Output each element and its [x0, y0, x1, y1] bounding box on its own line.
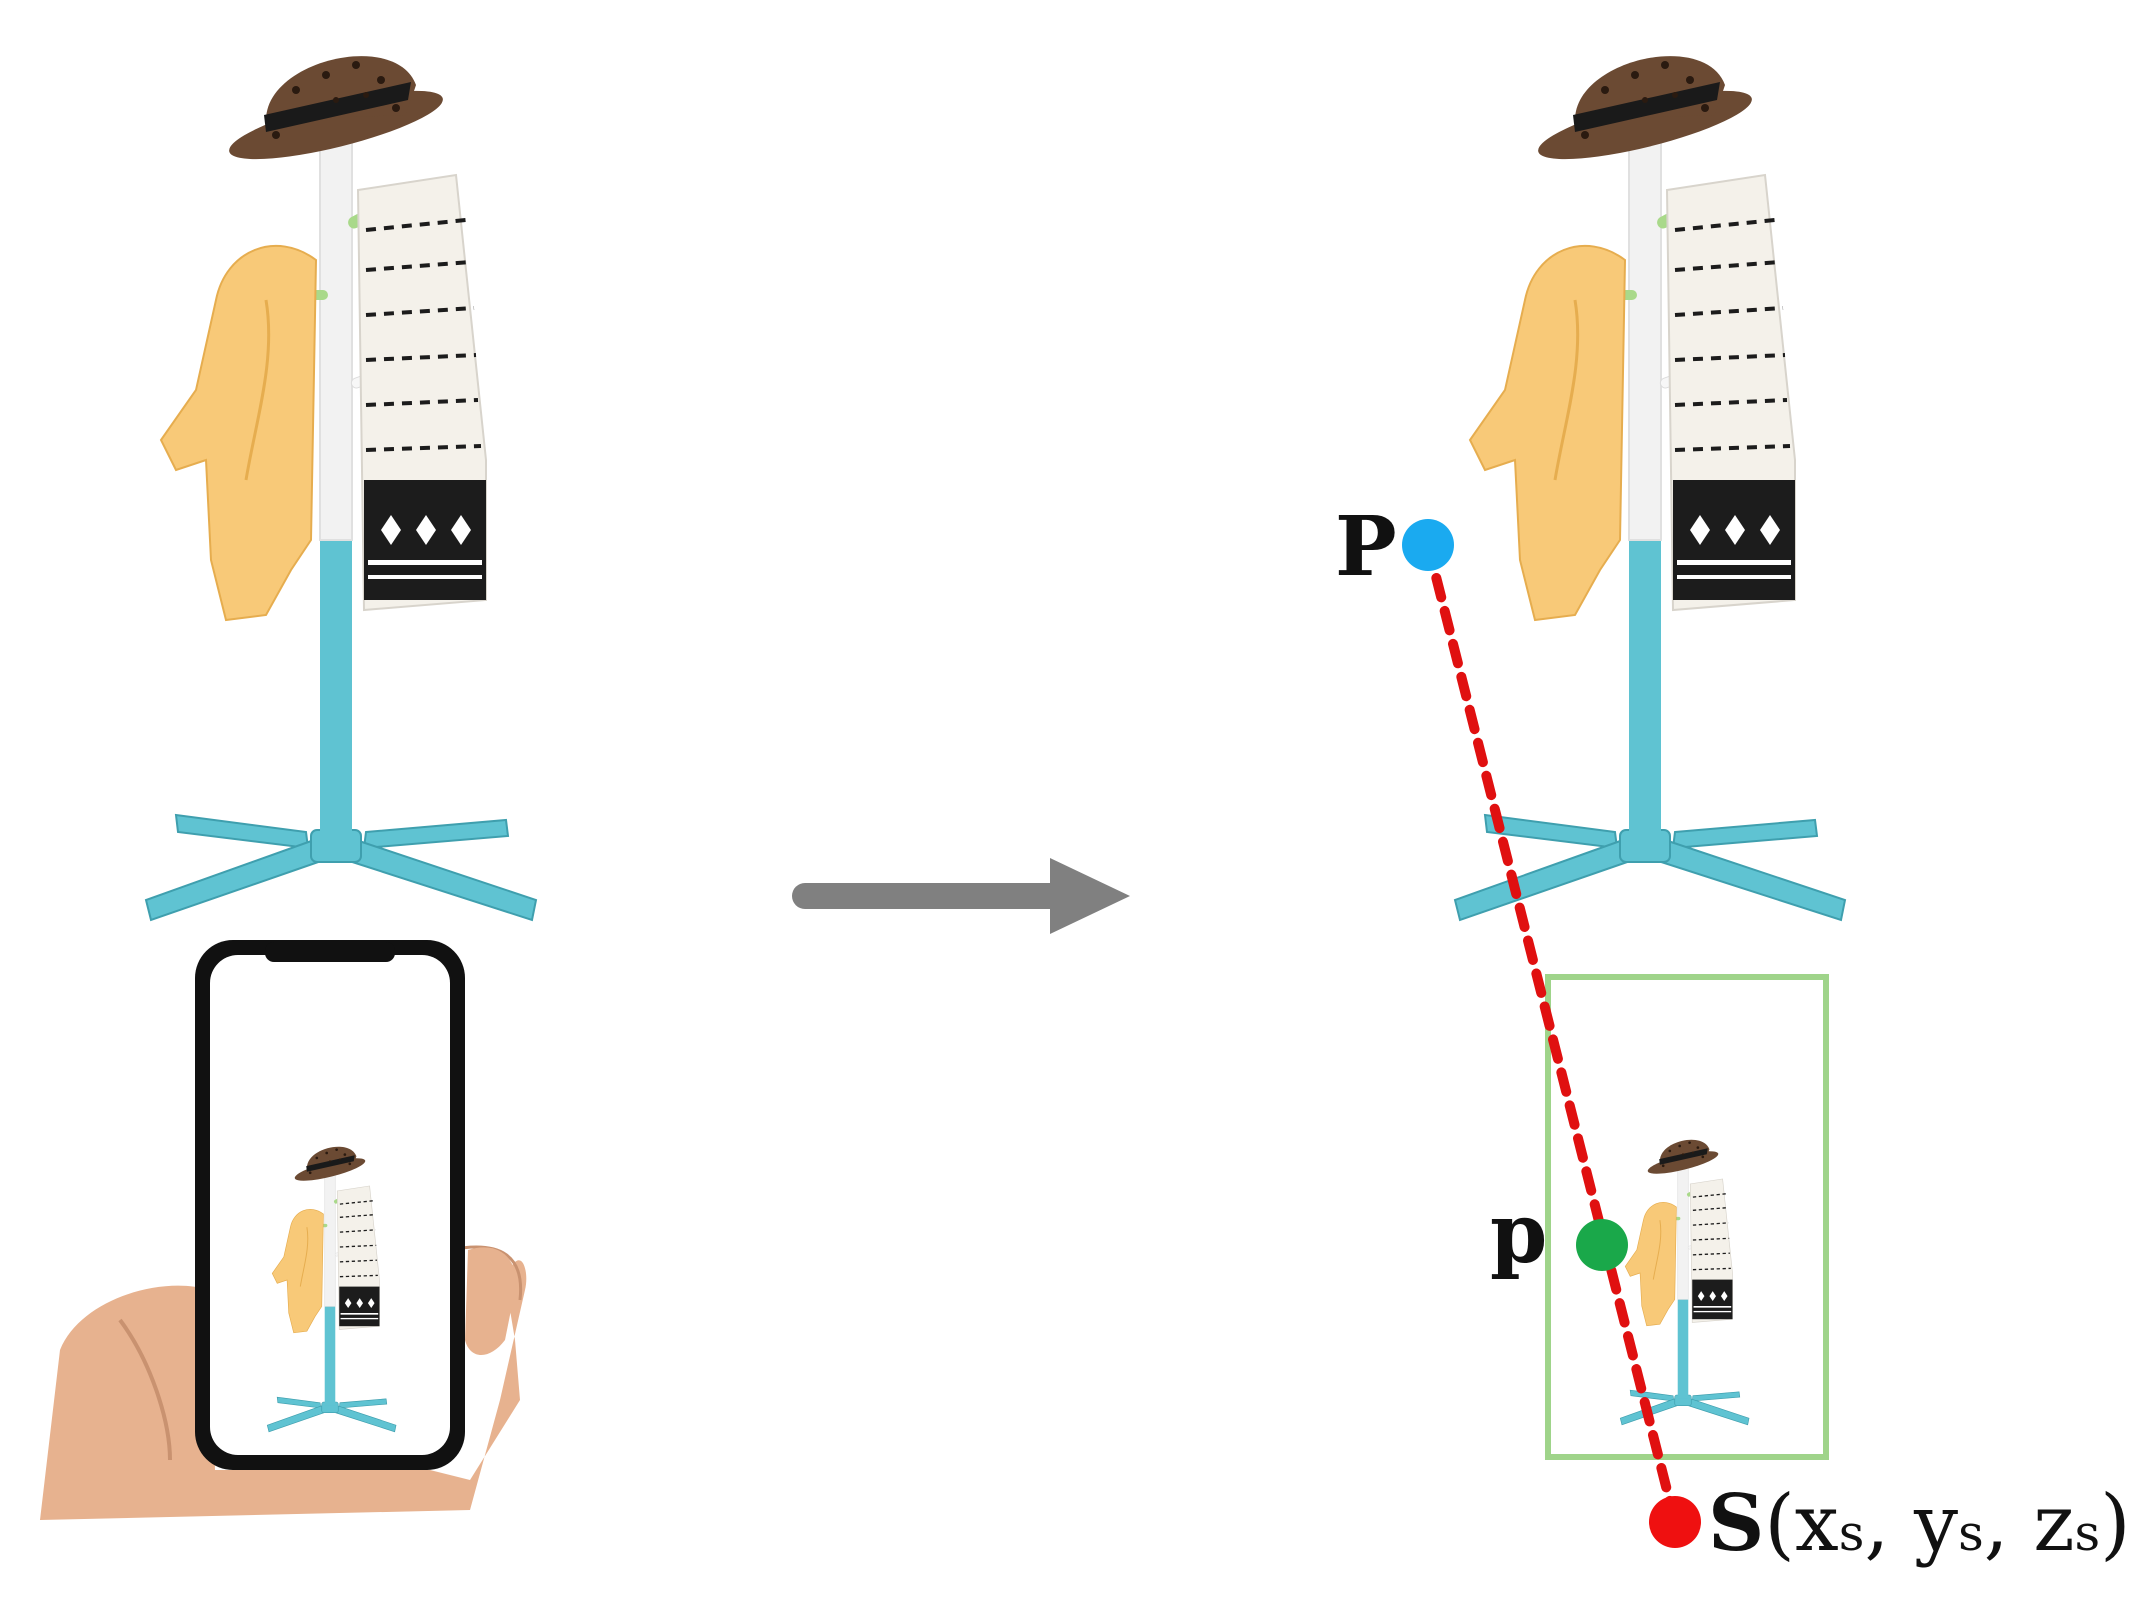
- image-frame: [1545, 974, 1829, 1460]
- world-point-label: P: [1335, 499, 1397, 595]
- sensor-label: S: [1708, 1478, 1764, 1569]
- phone-icon: [195, 940, 465, 1470]
- sensor-point: [1649, 1496, 1701, 1548]
- arrow-right-icon: [792, 858, 1130, 934]
- hand-fingers: [465, 1247, 516, 1355]
- world-point: [1402, 519, 1454, 571]
- coat-rack-world: [1453, 54, 1847, 922]
- projection-ray: [1423, 540, 1680, 1527]
- image-point: [1576, 1219, 1628, 1271]
- sensor-coordinates-label: S(xs, ys, zs): [1708, 1478, 2131, 1569]
- image-point-label: p: [1490, 1186, 1547, 1282]
- coat-rack-icon: [144, 54, 538, 922]
- hand-icon: [40, 1245, 527, 1520]
